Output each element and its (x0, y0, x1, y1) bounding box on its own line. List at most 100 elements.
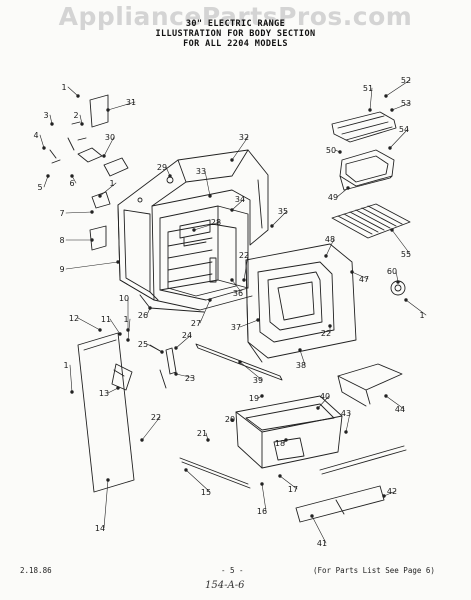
leader-line (204, 170, 211, 197)
broiler-pan (339, 149, 395, 191)
leader-line (107, 101, 136, 111)
leader-line (243, 254, 249, 281)
leader-endpoint (126, 328, 130, 332)
leader-endpoint (90, 210, 94, 214)
leader-endpoint (160, 350, 164, 354)
callout-label: 22 (239, 251, 249, 260)
callout-label: 44 (395, 405, 405, 414)
callout-label: 14 (95, 524, 105, 533)
leader-line (175, 334, 192, 349)
leader-endpoint (106, 478, 110, 482)
callout-label: 27 (191, 319, 201, 328)
leader-line (231, 198, 245, 211)
callout-label: 7 (59, 209, 64, 218)
oven-rack (331, 203, 411, 239)
leader-endpoint (310, 514, 314, 518)
callout-label: 11 (101, 315, 111, 324)
callout-label: 42 (387, 487, 397, 496)
callout-label: 51 (363, 84, 373, 93)
leader-endpoint (126, 338, 130, 342)
leader-endpoint (382, 494, 386, 498)
small-hardware (49, 94, 129, 251)
callout-label: 31 (126, 98, 136, 107)
leader-line (141, 416, 161, 441)
leader-endpoint (390, 228, 394, 232)
leader-line (325, 238, 335, 257)
leader-endpoint (90, 238, 94, 242)
callout-label: 47 (359, 275, 369, 284)
leader-endpoint (368, 108, 372, 112)
leader-line (391, 102, 411, 111)
broil-element (331, 111, 397, 143)
callout-label: 22 (321, 329, 331, 338)
leader-endpoint (338, 150, 342, 154)
leader-endpoint (230, 278, 234, 282)
callout-label: 15 (201, 488, 211, 497)
leader-line (231, 136, 249, 161)
leader-line (261, 483, 267, 512)
leader-line (311, 515, 327, 544)
leader-endpoint (404, 298, 408, 302)
diagram-models: FOR ALL 2204 MODELS (183, 39, 288, 49)
callout-label: 25 (138, 340, 148, 349)
leader-endpoint (256, 318, 260, 322)
leader-line (146, 343, 163, 353)
callout-label: 41 (317, 539, 327, 548)
leader-lines (39, 79, 427, 544)
callout-label: 5 (37, 183, 42, 192)
leader-endpoint (98, 194, 102, 198)
callout-label: 43 (341, 409, 351, 418)
callout-label: 1 (123, 315, 128, 324)
oven-door (245, 243, 357, 363)
callout-label: 30 (105, 133, 115, 142)
leader-endpoint (118, 332, 122, 336)
leader-endpoint (116, 260, 120, 264)
callout-label: 4 (33, 131, 38, 140)
callout-label: 40 (320, 392, 330, 401)
leader-endpoint (76, 94, 80, 98)
callout-label: 36 (233, 289, 243, 298)
leader-line (389, 128, 409, 149)
callout-label: 34 (235, 195, 245, 204)
leader-line (385, 395, 405, 410)
leader-endpoint (384, 94, 388, 98)
callout-label: 32 (239, 133, 249, 142)
callout-label: 39 (253, 376, 263, 385)
leader-endpoint (388, 146, 392, 150)
callout-label: 2 (73, 111, 78, 120)
leader-endpoint (98, 328, 102, 332)
leader-endpoint (278, 474, 282, 478)
leader-endpoint (70, 174, 74, 178)
diagram-subtitle: ILLUSTRATION FOR BODY SECTION (155, 29, 316, 39)
leader-line (69, 364, 73, 393)
leader-endpoint (238, 360, 242, 364)
leader-line (383, 490, 397, 497)
leader-line (239, 361, 263, 381)
callout-label: 1 (109, 179, 114, 188)
range-body (117, 149, 269, 311)
leader-endpoint (284, 438, 288, 442)
callout-label: 1 (61, 83, 66, 92)
leader-line (99, 182, 117, 197)
storage-drawer (179, 395, 407, 523)
leader-endpoint (42, 146, 46, 150)
leader-line (103, 479, 109, 529)
leader-line (185, 469, 211, 493)
leader-endpoint (46, 174, 50, 178)
leader-endpoint (230, 208, 234, 212)
leader-endpoint (50, 122, 54, 126)
leader-endpoint (192, 228, 196, 232)
callout-label: 24 (182, 331, 192, 340)
callout-label: 26 (138, 311, 148, 320)
callout-label: 53 (401, 99, 411, 108)
leader-endpoint (206, 438, 210, 442)
callout-label: 49 (328, 193, 338, 202)
leader-endpoint (174, 346, 178, 350)
callout-label: 33 (196, 167, 206, 176)
leader-line (299, 349, 306, 366)
callout-label: 28 (211, 218, 221, 227)
leader-endpoint (350, 270, 354, 274)
leader-endpoint (324, 254, 328, 258)
